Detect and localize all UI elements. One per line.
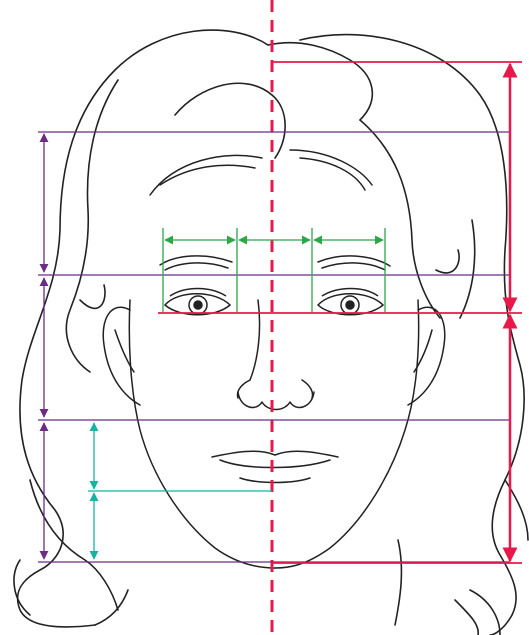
facial-thirds-guides (38, 132, 510, 562)
face-drawing (103, 150, 445, 568)
lower-face-guides (88, 423, 272, 559)
right-eye (318, 289, 383, 315)
eye-width-guides (163, 228, 385, 312)
left-eye (165, 289, 230, 315)
vertical-halves-guides (158, 62, 522, 563)
